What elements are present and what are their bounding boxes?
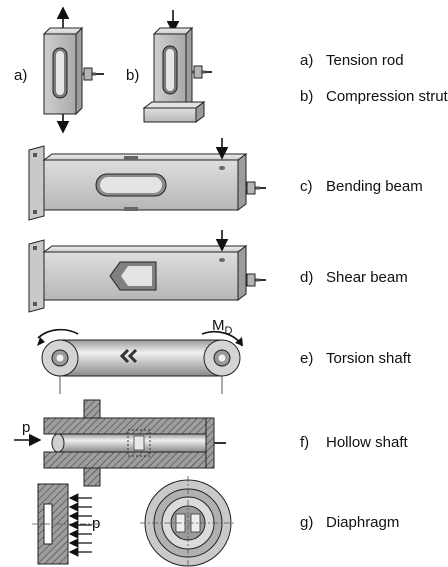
pressure-label-g: p	[92, 515, 100, 532]
label-a: a)	[14, 67, 27, 84]
caption-shear-beam: d)Shear beam	[300, 269, 408, 286]
caption-torsion-shaft: e)Torsion shaft	[300, 350, 412, 367]
shear-beam-diagram	[28, 230, 266, 313]
diaphragm-diagram: p	[32, 476, 236, 567]
bending-beam-diagram	[28, 138, 266, 221]
label-b: b)	[126, 67, 139, 84]
pressure-label-f: p	[22, 419, 30, 436]
caption-hollow-shaft: f)Hollow shaft	[300, 434, 408, 451]
compression-strut-diagram: b)	[126, 10, 212, 123]
hollow-shaft-diagram: p	[14, 399, 226, 487]
caption-bending-beam: c)Bending beam	[300, 178, 423, 195]
torsion-shaft-diagram: MD	[37, 317, 243, 394]
caption-tension-rod: a)Tension rod	[300, 52, 404, 69]
tension-rod-diagram: a)	[14, 6, 104, 134]
caption-compression-strut: b)Compression strut	[300, 88, 448, 105]
caption-diaphragm: g)Diaphragm	[300, 514, 400, 531]
torque-label: MD	[212, 317, 233, 337]
